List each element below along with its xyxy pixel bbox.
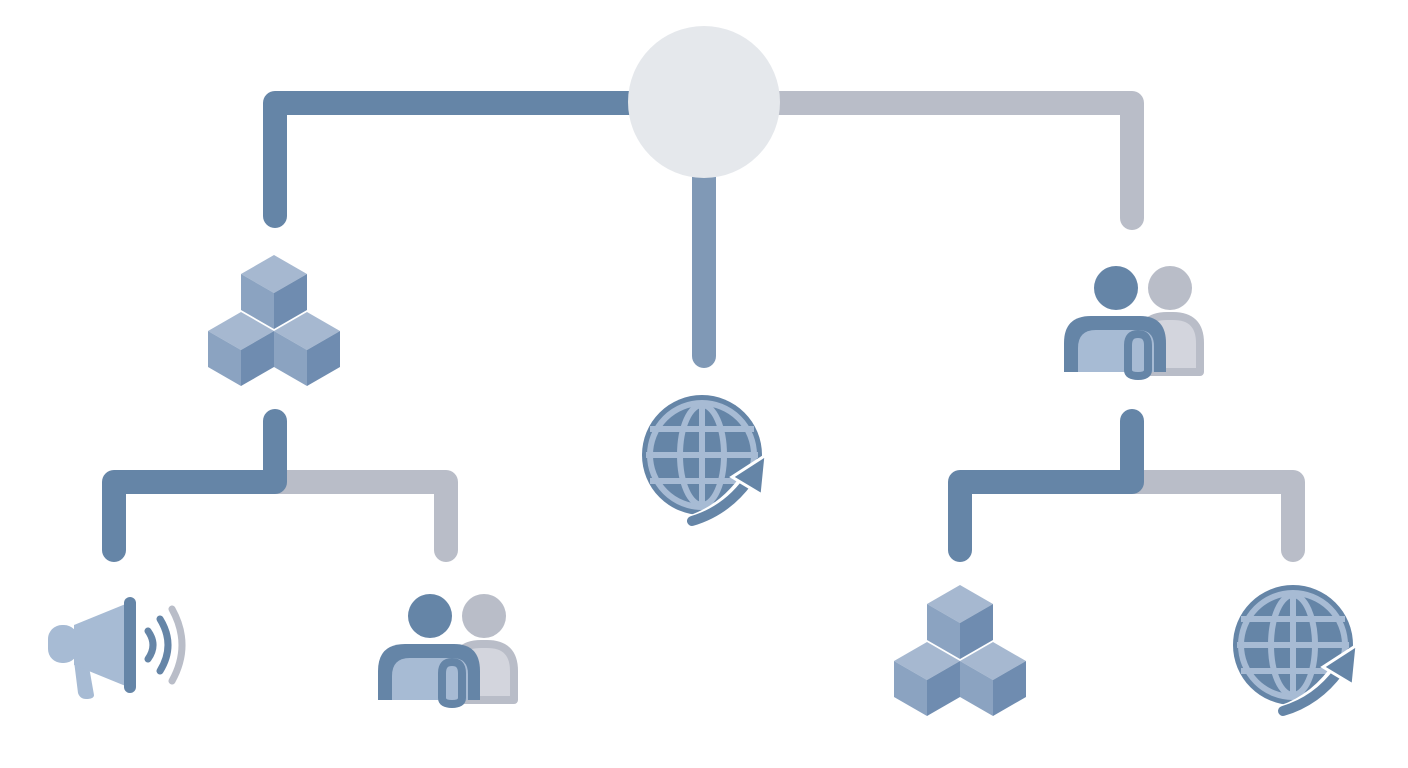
megaphone-icon — [48, 597, 182, 699]
globe-arrow-icon — [642, 395, 766, 525]
linked-people-icon — [378, 594, 514, 704]
connector-left-to-right-child — [263, 470, 458, 562]
root-node — [628, 26, 780, 178]
connector-left-to-left-child — [102, 409, 287, 562]
connector-right-to-left-child — [948, 409, 1144, 562]
connector-right-to-right-child — [1120, 470, 1305, 562]
linked-people-icon — [1064, 266, 1200, 376]
cubes-icon — [894, 585, 1026, 716]
cubes-icon — [208, 255, 340, 386]
connector-root-left — [263, 91, 652, 228]
connector-root-right — [758, 91, 1144, 230]
globe-arrow-icon — [1233, 585, 1357, 715]
